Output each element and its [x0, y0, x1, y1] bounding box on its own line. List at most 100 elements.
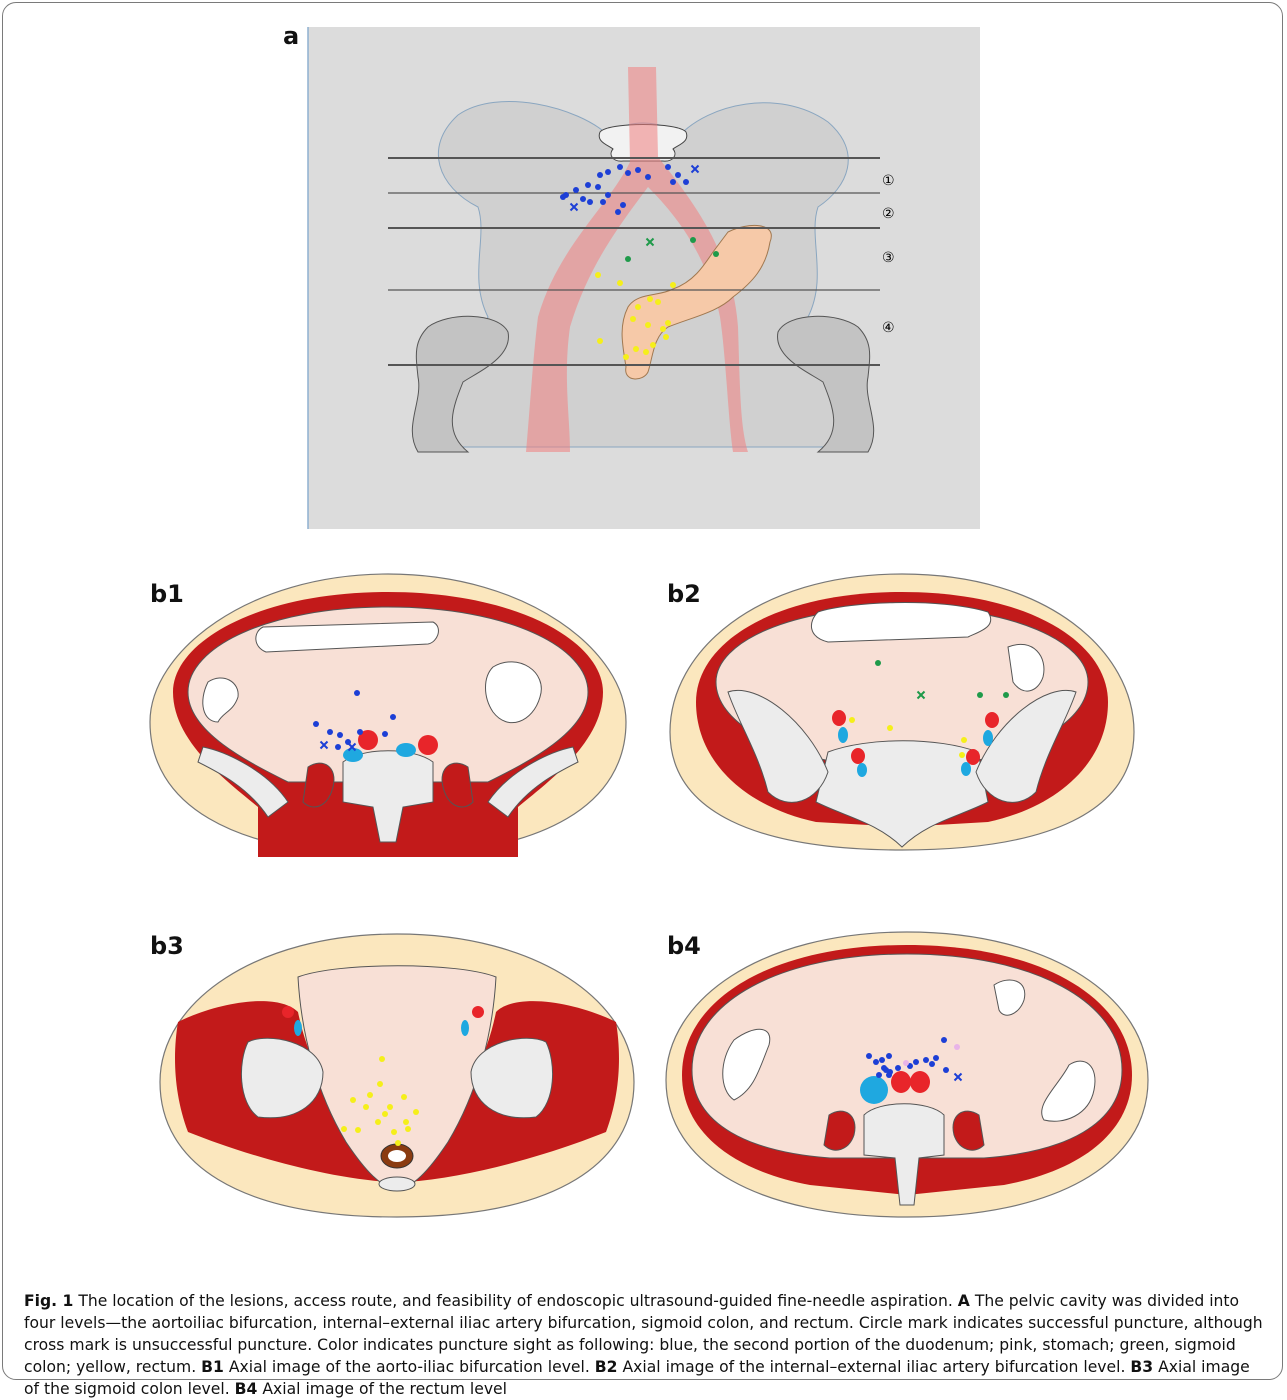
lesion-marker [876, 1072, 882, 1078]
lesion-marker [625, 170, 631, 176]
lesion-marker [605, 192, 611, 198]
vein-marker [461, 1020, 469, 1036]
b2-bowel [811, 603, 990, 642]
lesion-marker [660, 326, 666, 332]
lesion-marker [643, 349, 649, 355]
lesion-marker [405, 1126, 411, 1132]
vein-marker [343, 748, 363, 762]
lesion-marker [355, 1127, 361, 1133]
lesion-marker [713, 251, 719, 257]
lesion-marker [895, 1065, 901, 1071]
lesion-marker [580, 196, 586, 202]
caption-b2-label: B2 [595, 1358, 618, 1376]
lesion-marker [959, 752, 965, 758]
lesion-marker [913, 1059, 919, 1065]
figure-caption: Fig. 1 The location of the lesions, acce… [24, 1290, 1264, 1400]
lesion-marker [337, 732, 343, 738]
lesion-marker [645, 322, 651, 328]
lesion-marker [655, 299, 661, 305]
lesion-marker [647, 296, 653, 302]
vein-marker [838, 727, 848, 743]
caption-b1-label: B1 [201, 1358, 224, 1376]
lesion-marker [587, 199, 593, 205]
lesion-marker [849, 717, 855, 723]
lesion-marker [635, 304, 641, 310]
artery-marker [910, 1071, 930, 1093]
lesion-marker [683, 179, 689, 185]
lesion-marker [670, 282, 676, 288]
caption-b4-text: Axial image of the rectum level [262, 1380, 507, 1398]
lesion-marker [665, 320, 671, 326]
lesion-marker [879, 1057, 885, 1063]
artery-marker [966, 749, 980, 765]
caption-intro: The location of the lesions, access rout… [78, 1292, 952, 1310]
lesion-marker [595, 184, 601, 190]
lesion-marker [375, 1119, 381, 1125]
artery-marker [832, 710, 846, 726]
lesion-marker [630, 316, 636, 322]
lesion-marker [1003, 692, 1009, 698]
lesion-marker [585, 182, 591, 188]
vein-marker [983, 730, 993, 746]
lesion-marker [617, 164, 623, 170]
vein-marker [396, 743, 416, 757]
lesion-marker [615, 209, 621, 215]
caption-b1-text: Axial image of the aorto-iliac bifurcati… [229, 1358, 590, 1376]
lesion-marker [670, 179, 676, 185]
lesion-marker [391, 1129, 397, 1135]
vein-marker [294, 1020, 302, 1036]
lesion-marker [395, 1140, 401, 1146]
lesion-marker [665, 164, 671, 170]
caption-a-label: A [958, 1292, 970, 1310]
lesion-marker [597, 338, 603, 344]
b3-coccyx [379, 1177, 415, 1191]
lesion-marker [617, 280, 623, 286]
lesion-marker [690, 237, 696, 243]
caption-b4-label: B4 [235, 1380, 258, 1398]
lesion-marker [357, 729, 363, 735]
lesion-marker [367, 1092, 373, 1098]
artery-marker [282, 1006, 294, 1018]
lesion-marker [350, 1097, 356, 1103]
panel-b1-axial-diagram [148, 572, 628, 857]
lesion-marker [635, 167, 641, 173]
lesion-marker [866, 1053, 872, 1059]
lesion-marker [313, 721, 319, 727]
lesion-marker [382, 731, 388, 737]
lesion-marker [363, 1104, 369, 1110]
lesion-marker [887, 725, 893, 731]
panel-b2-axial-diagram [668, 572, 1136, 852]
lesion-marker [675, 172, 681, 178]
lesion-marker [413, 1109, 419, 1115]
lesion-marker [883, 1067, 889, 1073]
panel-b4-axial-diagram [664, 930, 1150, 1220]
lesion-marker [886, 1053, 892, 1059]
lesion-marker [403, 1119, 409, 1125]
vein-marker [860, 1076, 888, 1104]
lesion-marker [645, 174, 651, 180]
artery-marker [851, 748, 865, 764]
lesion-marker [327, 729, 333, 735]
lesion-marker [941, 1037, 947, 1043]
lesion-marker [933, 1055, 939, 1061]
lesion-marker [377, 1081, 383, 1087]
lesion-marker [977, 692, 983, 698]
panel-b3-axial-diagram [158, 932, 636, 1220]
lesion-marker [379, 1056, 385, 1062]
lesion-marker [650, 342, 656, 348]
lesion-marker [387, 1104, 393, 1110]
vein-marker [961, 762, 971, 776]
level-2-label: ② [882, 206, 895, 222]
caption-fig-label: Fig. 1 [24, 1292, 73, 1310]
level-3-label: ③ [882, 250, 895, 266]
lesion-marker [625, 256, 631, 262]
lesion-marker [390, 714, 396, 720]
lesion-marker [341, 1126, 347, 1132]
lesion-marker [923, 1057, 929, 1063]
lesion-marker [954, 1044, 960, 1050]
panel-a-pelvis-diagram: ① ② ③ ④ [308, 27, 980, 529]
lesion-marker [943, 1067, 949, 1073]
lesion-marker [929, 1061, 935, 1067]
artery-marker [985, 712, 999, 728]
lesion-marker [354, 690, 360, 696]
